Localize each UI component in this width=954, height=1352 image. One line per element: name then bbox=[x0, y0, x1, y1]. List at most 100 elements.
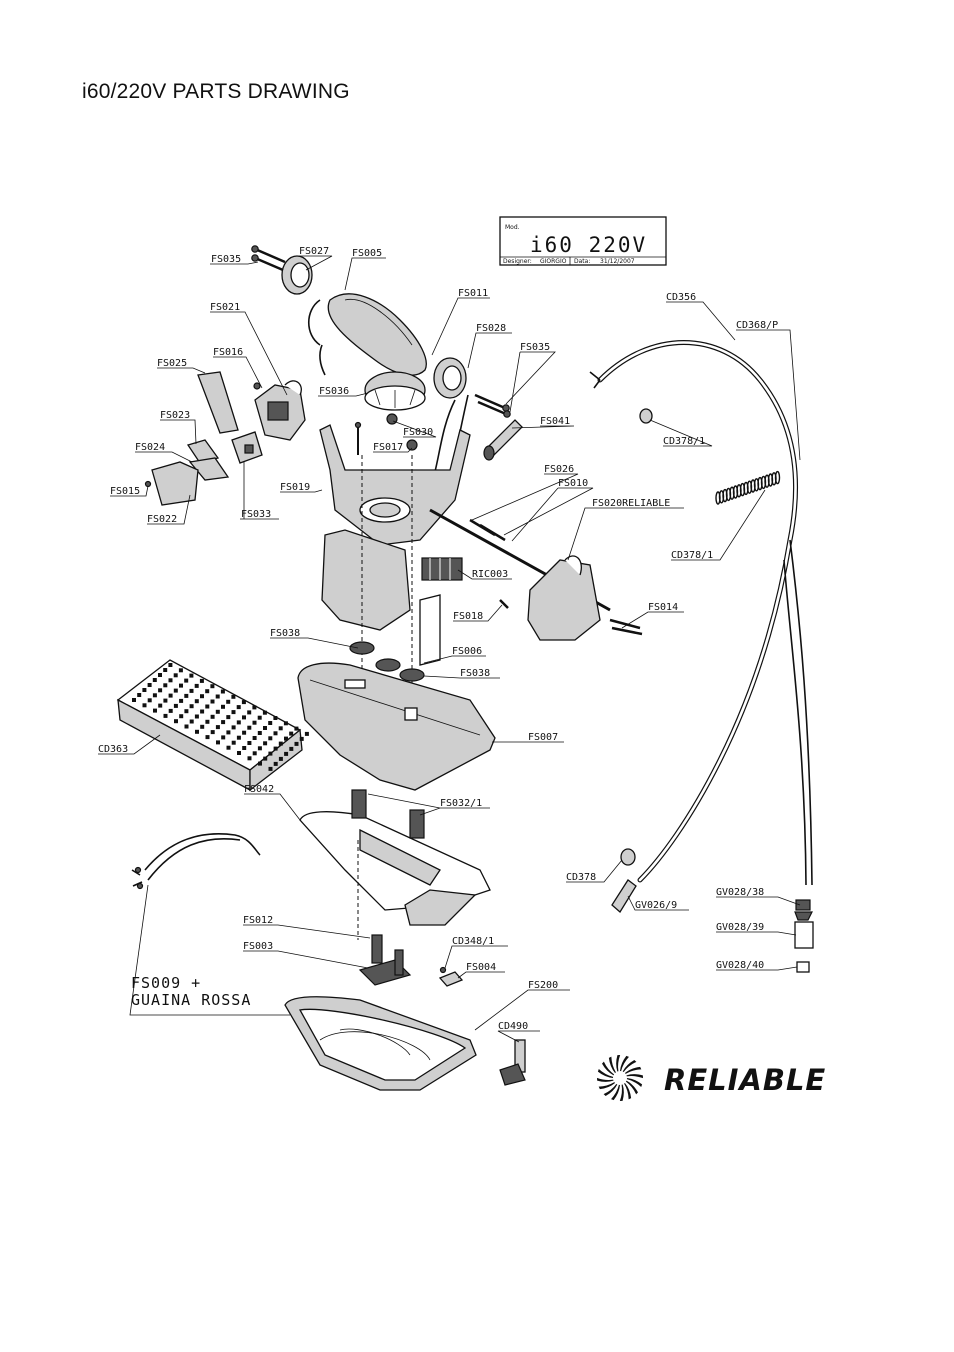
part-label-FS011: FS011 bbox=[458, 288, 488, 299]
mat-stud bbox=[158, 673, 162, 677]
mat-stud bbox=[247, 725, 252, 730]
part-label-FS009-line1: FS009 + bbox=[131, 974, 201, 992]
title-block-designer-label: Designer: bbox=[503, 258, 532, 265]
iron-cover-illustration bbox=[297, 662, 496, 791]
mat-stud bbox=[283, 721, 288, 726]
part-label-FS016: FS016 bbox=[213, 347, 243, 358]
mat-stud bbox=[179, 714, 184, 719]
title-block-date: 31/12/2007 bbox=[600, 258, 635, 265]
part-label-FS012: FS012 bbox=[243, 915, 273, 926]
part-label-RIC003: RIC003 bbox=[472, 569, 508, 580]
mat-stud bbox=[179, 698, 184, 703]
mat-stud bbox=[158, 703, 163, 708]
part-label-FS200: FS200 bbox=[528, 980, 558, 991]
mat-stud bbox=[215, 694, 220, 699]
part-label-FS021: FS021 bbox=[210, 302, 240, 313]
mat-stud bbox=[168, 693, 173, 698]
mat-stud bbox=[242, 715, 246, 720]
part-label-FS003: FS003 bbox=[243, 941, 273, 952]
mat-stud bbox=[237, 751, 241, 755]
mat-stud bbox=[247, 756, 252, 761]
mat-stud bbox=[231, 725, 236, 730]
mat-stud bbox=[158, 688, 163, 693]
part-label-CD368: CD368/P bbox=[736, 320, 778, 331]
part-label-FS022: FS022 bbox=[147, 514, 177, 525]
mat-stud bbox=[294, 741, 299, 746]
mat-stud bbox=[257, 715, 262, 720]
mat-stud bbox=[137, 693, 142, 697]
mat-stud bbox=[262, 710, 267, 715]
part-label-FS030: FS030 bbox=[403, 427, 433, 438]
sunburst-ray bbox=[619, 1084, 624, 1101]
page-title: i60/220V PARTS DRAWING bbox=[82, 80, 350, 103]
mat-stud bbox=[226, 730, 231, 735]
mat-stud bbox=[273, 731, 278, 736]
mat-stud bbox=[268, 766, 273, 771]
mat-stud bbox=[242, 730, 247, 735]
mat-stud bbox=[189, 673, 194, 678]
mat-stud bbox=[184, 678, 189, 683]
mat-stud bbox=[205, 689, 210, 694]
mat-stud bbox=[242, 746, 247, 750]
mat-stud bbox=[210, 684, 215, 689]
rest-mat-illustration bbox=[116, 659, 309, 792]
title-block: Mod. i60 220V Designer: GIORGIO Data: 31… bbox=[499, 216, 667, 266]
steam-hose-illustration bbox=[589, 340, 814, 973]
mat-stud bbox=[189, 688, 194, 693]
mat-stud bbox=[174, 719, 178, 724]
reliable-logo: RELIABLE bbox=[597, 1055, 826, 1101]
sunburst-ray bbox=[598, 1082, 616, 1090]
leader-lines bbox=[98, 255, 801, 1043]
mat-stud bbox=[205, 735, 210, 740]
part-label-FS015: FS015 bbox=[110, 486, 140, 497]
title-block-mod-label: Mod. bbox=[505, 224, 520, 231]
mat-stud bbox=[152, 678, 157, 682]
sunburst-ray bbox=[622, 1060, 637, 1073]
logo-brand-text: RELIABLE bbox=[664, 1063, 826, 1097]
mat-stud bbox=[247, 710, 252, 715]
mat-stud bbox=[263, 726, 267, 730]
mat-stud bbox=[263, 756, 268, 761]
part-label-FS019: FS019 bbox=[280, 482, 310, 493]
mat-stud bbox=[200, 724, 205, 729]
part-label-GV028-39: GV028/39 bbox=[716, 922, 764, 933]
mat-stud bbox=[215, 709, 220, 714]
mat-stud bbox=[299, 736, 304, 741]
part-label-CD490: CD490 bbox=[498, 1021, 528, 1032]
part-label-FS023: FS023 bbox=[160, 410, 190, 421]
part-label-FS035-right: FS035 bbox=[520, 342, 550, 353]
mat-stud bbox=[200, 694, 204, 699]
part-label-CD378-1-upper: CD378/1 bbox=[663, 436, 705, 447]
part-label-FS017: FS017 bbox=[373, 442, 403, 453]
sunburst-icon bbox=[597, 1055, 643, 1101]
part-label-FS009-line2: GUAINA ROSSA bbox=[131, 991, 251, 1009]
mat-stud bbox=[153, 708, 157, 713]
part-label-FS004: FS004 bbox=[466, 962, 496, 973]
part-label-FS005: FS005 bbox=[352, 248, 382, 259]
part-labels: FS035 FS027 FS005 FS011 CD356 FS021 FS02… bbox=[98, 246, 778, 1032]
mat-stud bbox=[168, 708, 173, 713]
part-label-CD378: CD378 bbox=[566, 872, 596, 883]
sunburst-ray bbox=[602, 1061, 615, 1076]
mat-stud bbox=[216, 740, 220, 745]
part-label-CD356: CD356 bbox=[666, 292, 696, 303]
mat-stud bbox=[147, 683, 152, 687]
mat-stud bbox=[252, 705, 257, 710]
mat-stud bbox=[210, 730, 215, 735]
mat-stud bbox=[252, 751, 257, 756]
mat-stud bbox=[210, 699, 215, 704]
part-label-FS018: FS018 bbox=[453, 611, 483, 622]
sunburst-ray bbox=[597, 1069, 614, 1078]
mat-stud bbox=[221, 735, 226, 740]
mat-stud bbox=[215, 725, 220, 730]
part-label-FS025: FS025 bbox=[157, 358, 187, 369]
mat-stud bbox=[284, 751, 289, 756]
mat-stud bbox=[195, 729, 199, 734]
handle-illustration bbox=[251, 245, 523, 496]
part-label-FS020: FS020RELIABLE bbox=[592, 498, 670, 509]
part-label-FS038-left: FS038 bbox=[270, 628, 300, 639]
part-label-FS042: FS042 bbox=[244, 784, 274, 795]
mat-stud bbox=[273, 746, 278, 751]
title-block-date-label: Data: bbox=[574, 258, 590, 265]
sunburst-ray bbox=[624, 1082, 632, 1100]
